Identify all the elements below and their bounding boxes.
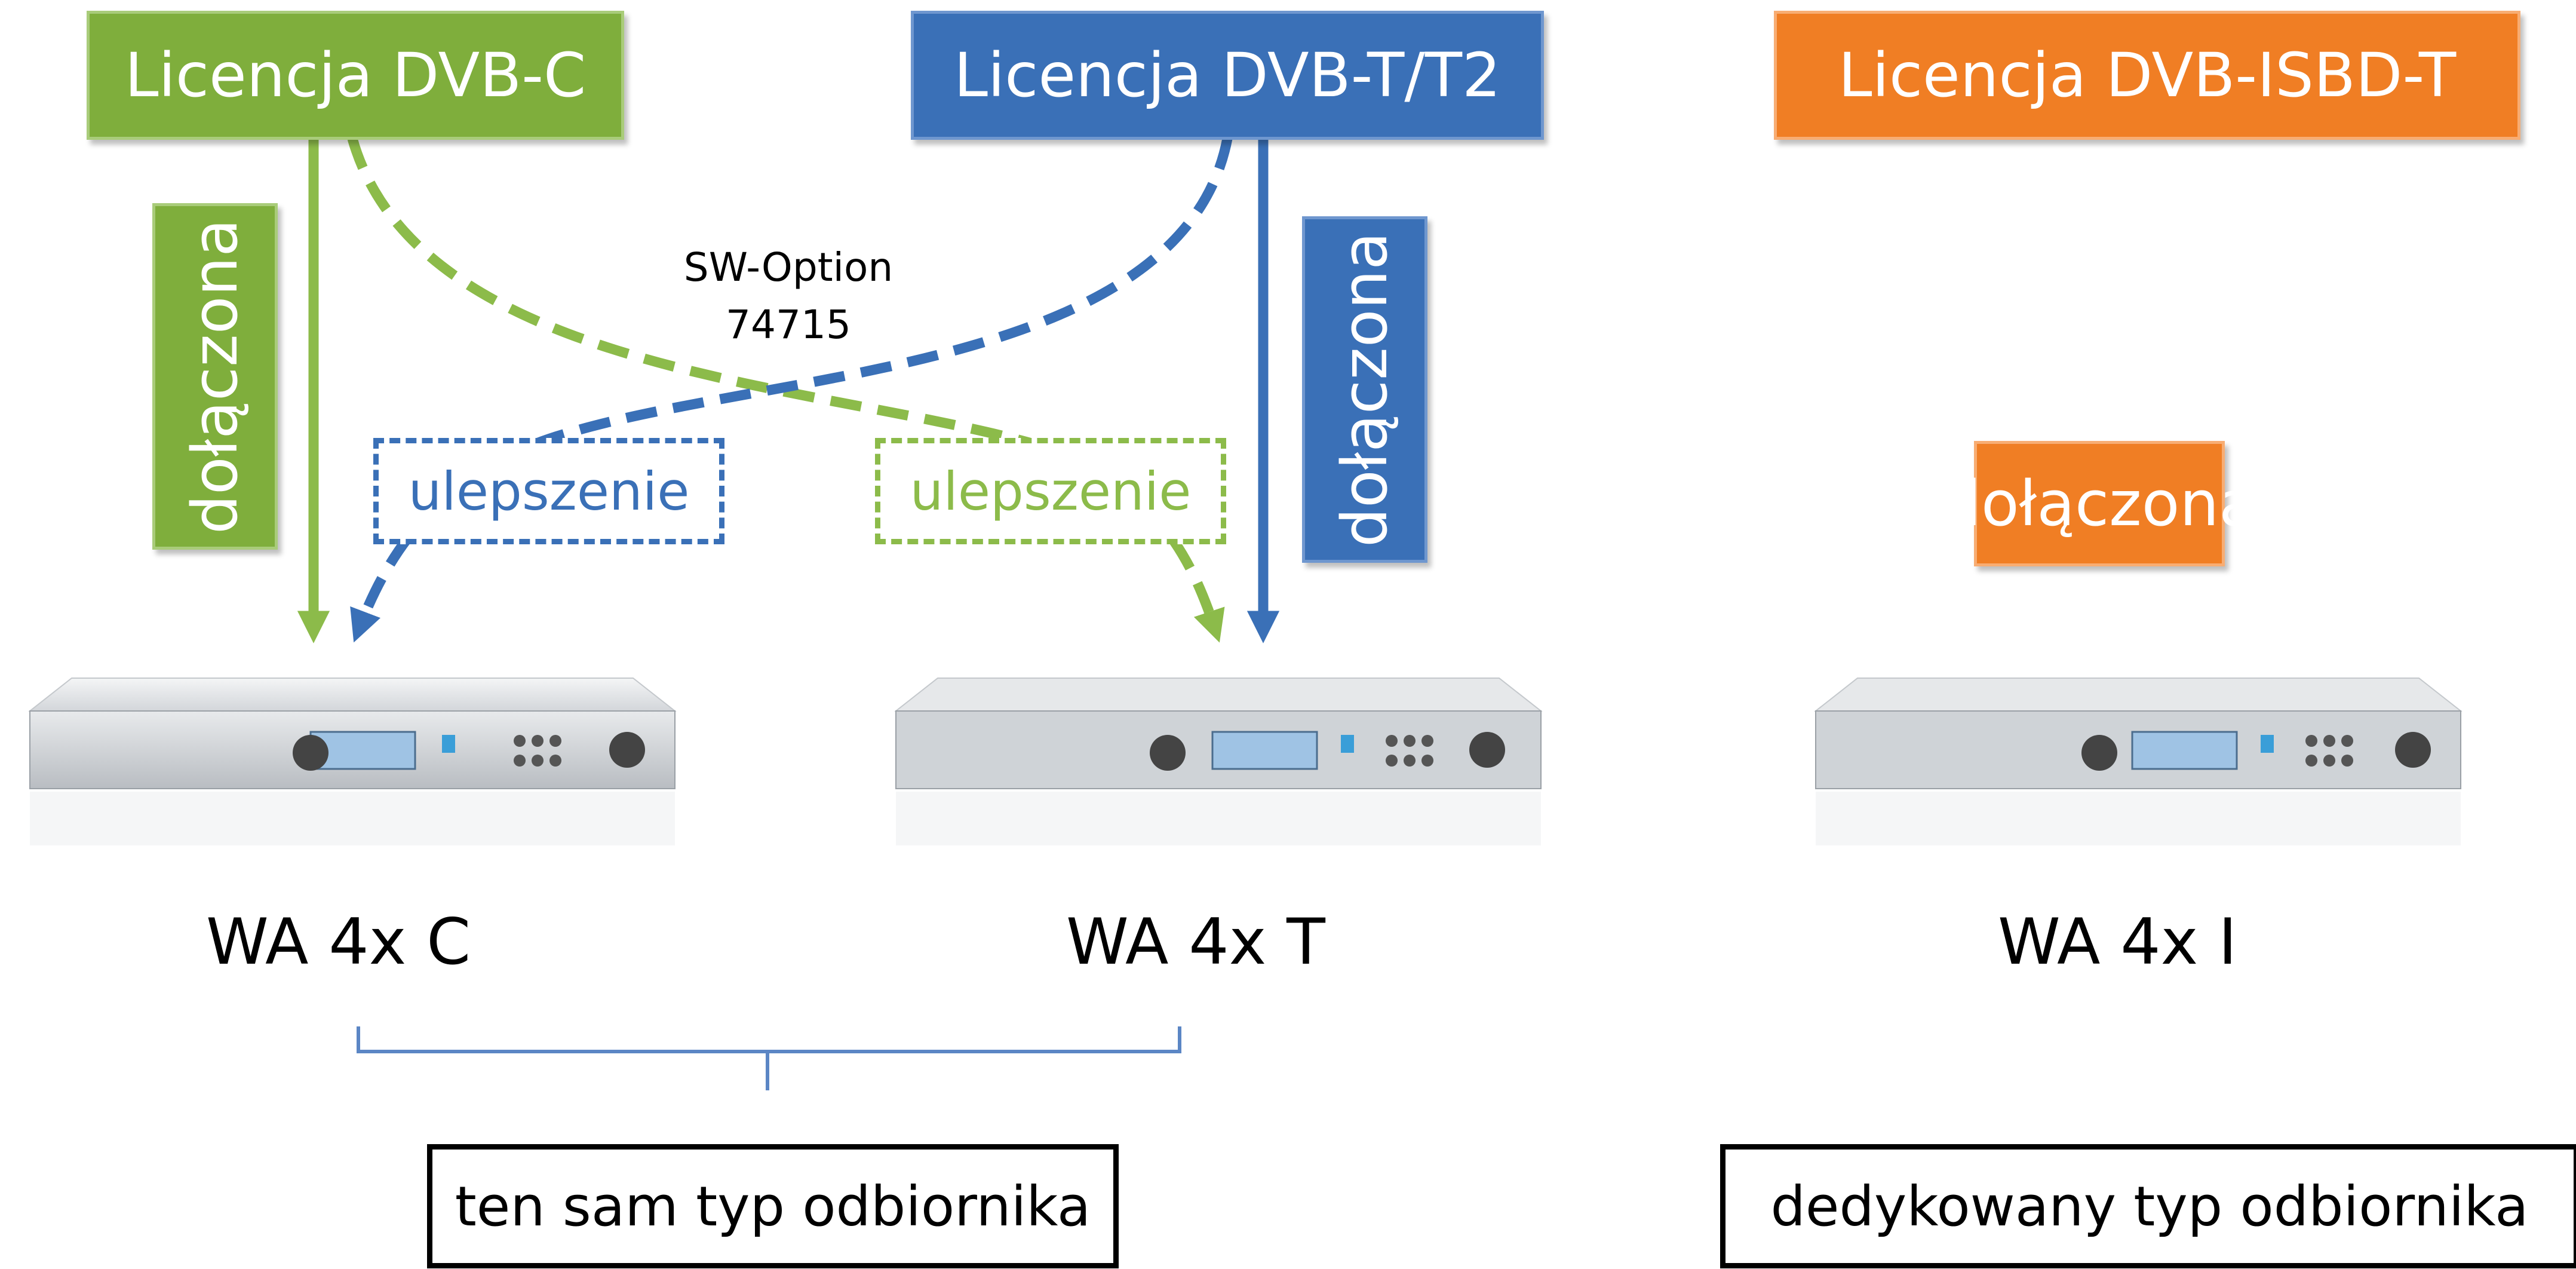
sw-option-name: SW-Option	[683, 244, 894, 290]
sw-option-label: SW-Option 74715	[651, 239, 926, 353]
included-dvb-isdbt-label: dołączona	[1942, 467, 2257, 540]
license-dvb-isdbt-box: Licencja DVB-ISBD-T	[1774, 11, 2520, 140]
upgrade-dvb-c-box: ulepszenie	[875, 438, 1226, 544]
dedicated-receiver-type-label: dedykowany typ odbiornika	[1770, 1174, 2529, 1239]
included-dvb-c-label: dołączona	[179, 219, 252, 534]
receiver-device-i-image	[1814, 678, 2463, 845]
included-dvb-isdbt-badge: dołączona	[1942, 441, 2257, 566]
sw-option-number: 74715	[726, 301, 851, 348]
dvb-t-upgrade-arrow	[350, 137, 1233, 643]
upgrade-dvb-t-label: ulepszenie	[408, 460, 690, 522]
dvb-c-upgrade-arrow	[347, 137, 1225, 643]
device-t-label: WA 4x T	[1066, 905, 1325, 979]
included-dvb-c-badge: dołączona	[152, 203, 278, 550]
license-dvb-t-label: Licencja DVB-T/T2	[954, 39, 1501, 111]
device-i-label: WA 4x I	[1998, 905, 2237, 979]
included-dvb-t-label: dołączona	[1328, 232, 1402, 547]
receiver-device-t-image	[894, 678, 1543, 845]
license-dvb-isdbt-label: Licencja DVB-ISBD-T	[1838, 39, 2457, 111]
same-receiver-type-box: ten sam typ odbiornika	[427, 1144, 1119, 1268]
license-dvb-t-box: Licencja DVB-T/T2	[911, 11, 1544, 140]
included-dvb-t-badge: dołączona	[1302, 216, 1427, 563]
upgrade-dvb-t-box: ulepszenie	[373, 438, 724, 544]
same-receiver-type-label: ten sam typ odbiornika	[455, 1174, 1091, 1239]
dedicated-receiver-type-box: dedykowany typ odbiornika	[1720, 1144, 2576, 1268]
license-dvb-c-box: Licencja DVB-C	[87, 11, 624, 140]
device-c-label: WA 4x C	[206, 905, 471, 979]
upgrade-dvb-c-label: ulepszenie	[910, 460, 1192, 522]
grouping-brace	[357, 1026, 1181, 1090]
receiver-device-c-image	[28, 678, 677, 845]
license-dvb-c-label: Licencja DVB-C	[124, 39, 587, 111]
